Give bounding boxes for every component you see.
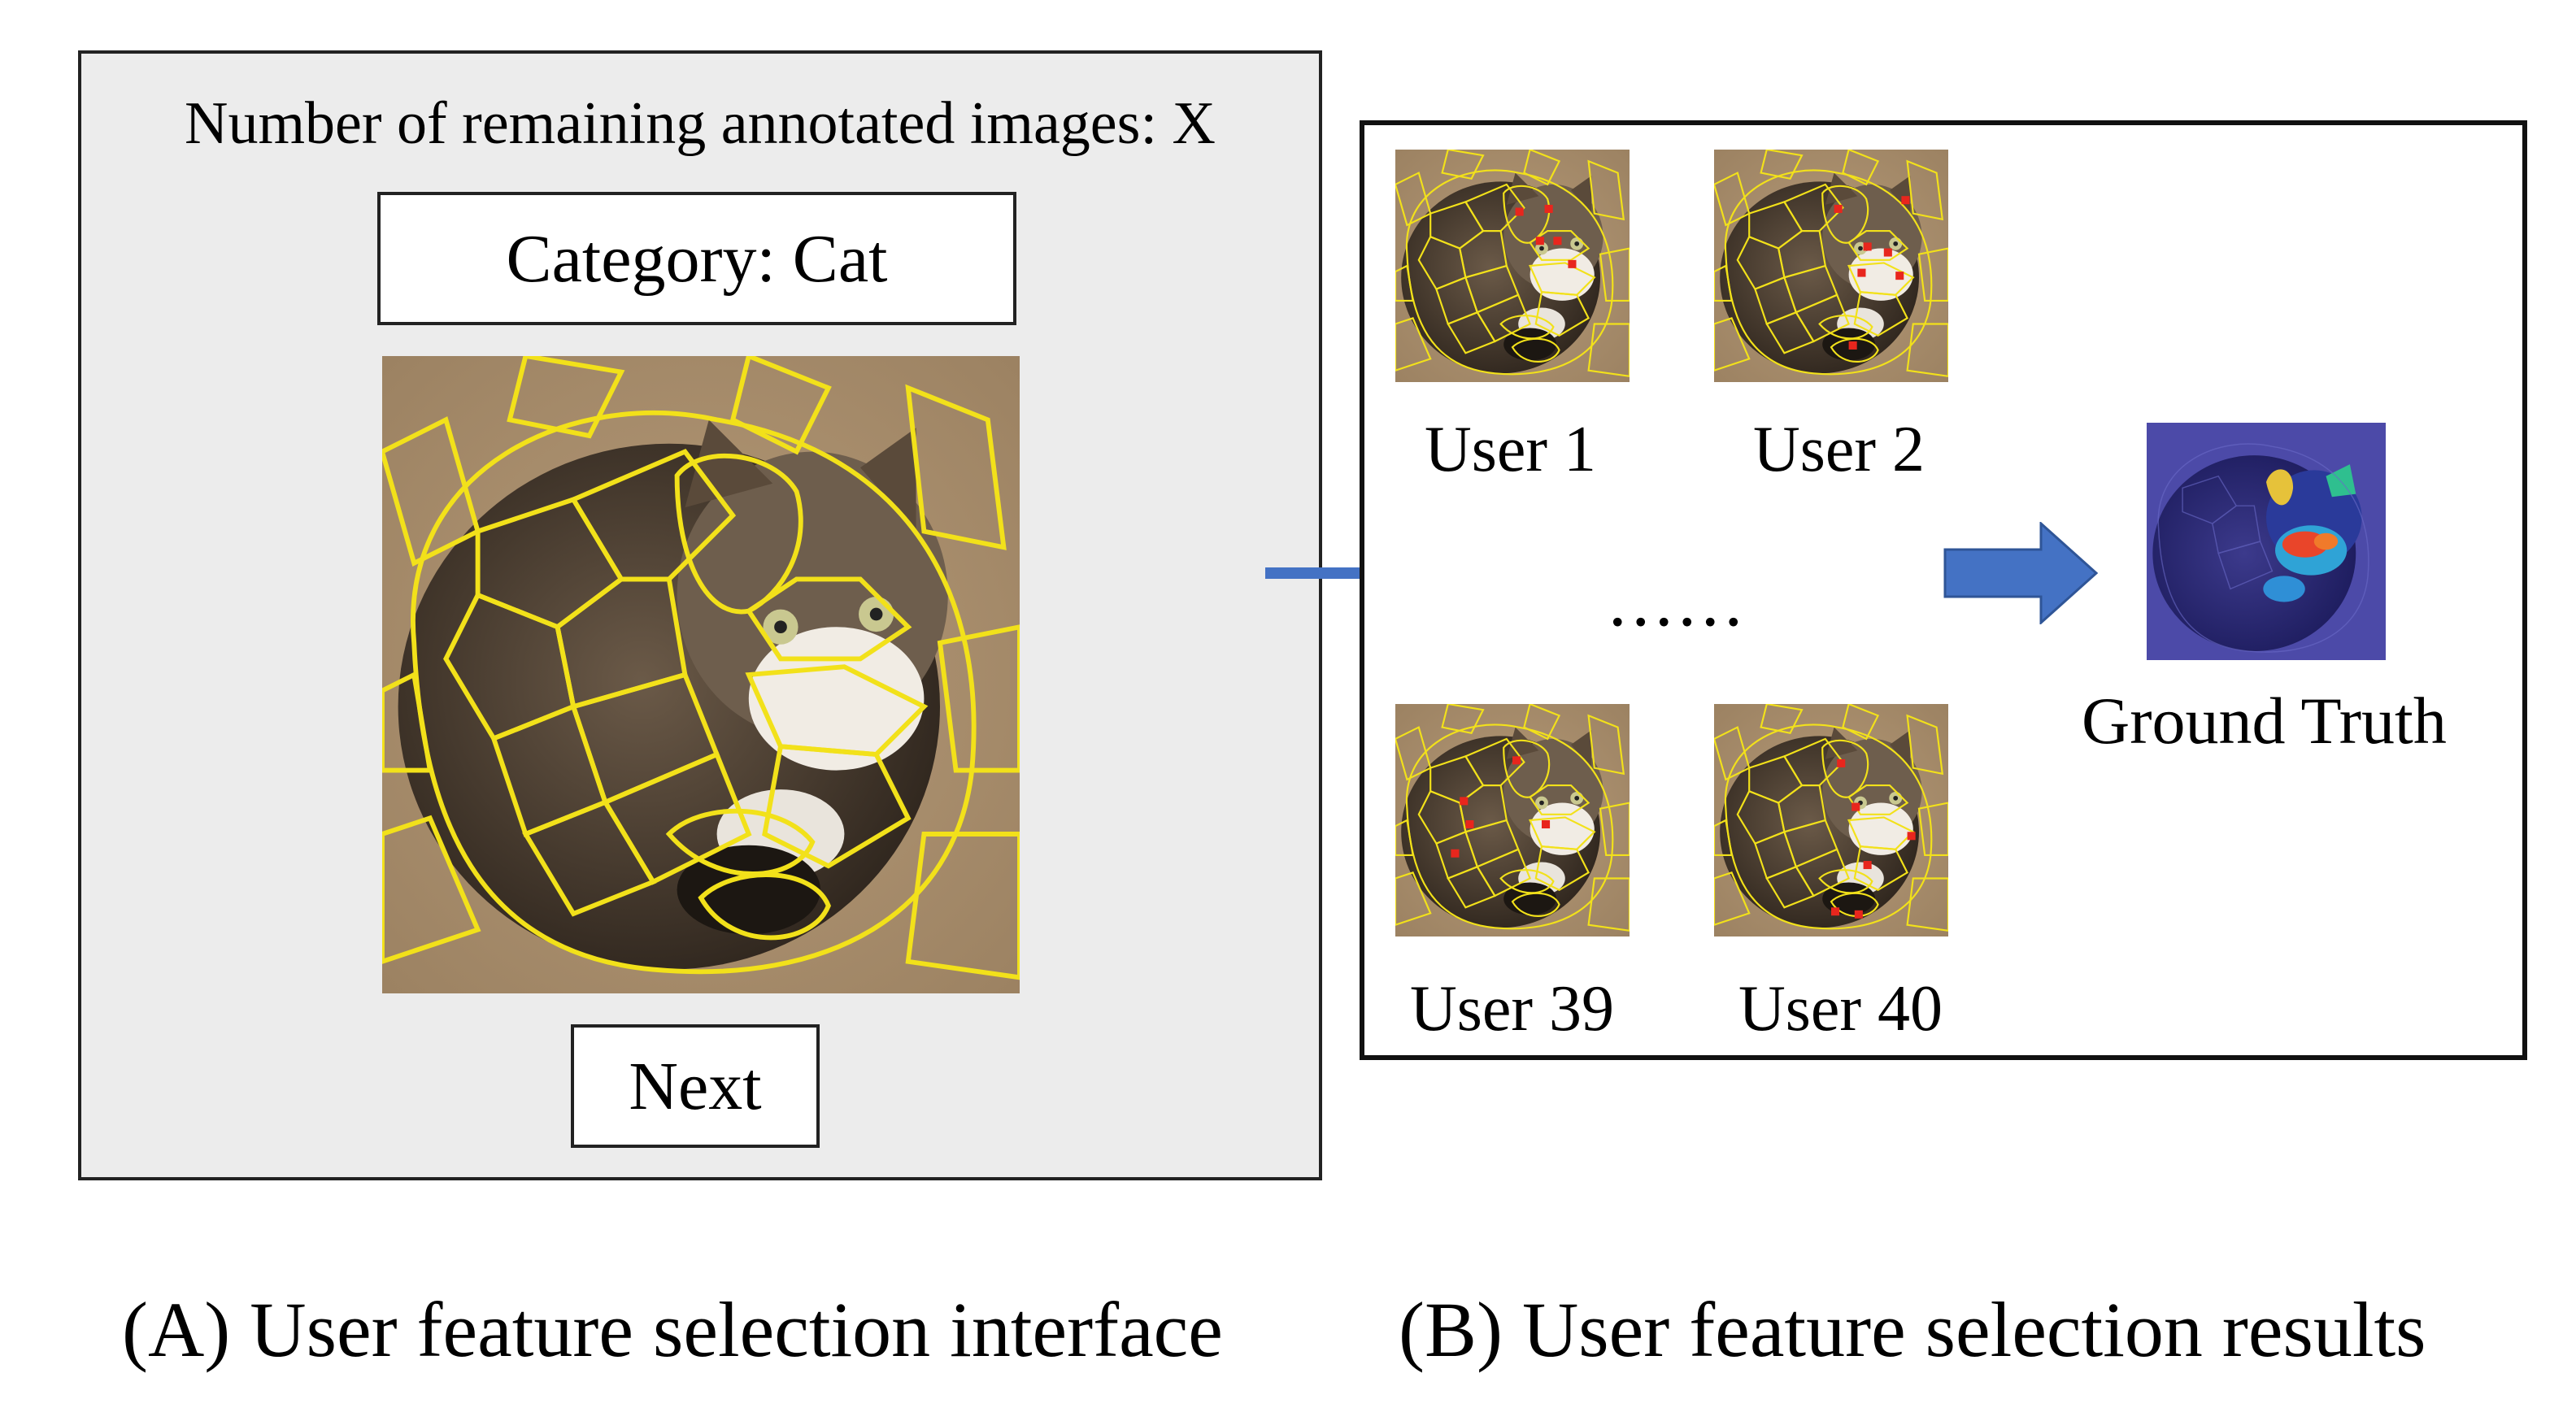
panel-a-caption: (A) User feature selection interface bbox=[122, 1286, 1223, 1373]
category-label-box: Category: Cat bbox=[377, 192, 1016, 325]
user-1-selection-thumbnail bbox=[1395, 150, 1630, 382]
feature-selection-interface-panel: Number of remaining annotated images: X … bbox=[78, 50, 1322, 1180]
segmented-cat-image[interactable] bbox=[382, 356, 1020, 993]
ground-truth-label: Ground Truth bbox=[2082, 684, 2447, 758]
user-40-label: User 40 bbox=[1738, 973, 1943, 1045]
remaining-images-counter: Number of remaining annotated images: X bbox=[185, 90, 1216, 157]
user-1-label: User 1 bbox=[1425, 414, 1597, 485]
ground-truth-heatmap bbox=[2147, 423, 2386, 660]
next-button[interactable]: Next bbox=[571, 1024, 820, 1148]
user-39-label: User 39 bbox=[1410, 973, 1615, 1045]
panel-b-caption: (B) User feature selection results bbox=[1399, 1286, 2426, 1373]
aggregate-arrow-icon bbox=[1943, 522, 2098, 624]
user-2-label: User 2 bbox=[1753, 414, 1925, 485]
user-39-selection-thumbnail bbox=[1395, 704, 1630, 936]
user-40-selection-thumbnail bbox=[1714, 704, 1948, 936]
user-2-selection-thumbnail bbox=[1714, 150, 1948, 382]
more-users-ellipsis: ...... bbox=[1608, 561, 1747, 641]
